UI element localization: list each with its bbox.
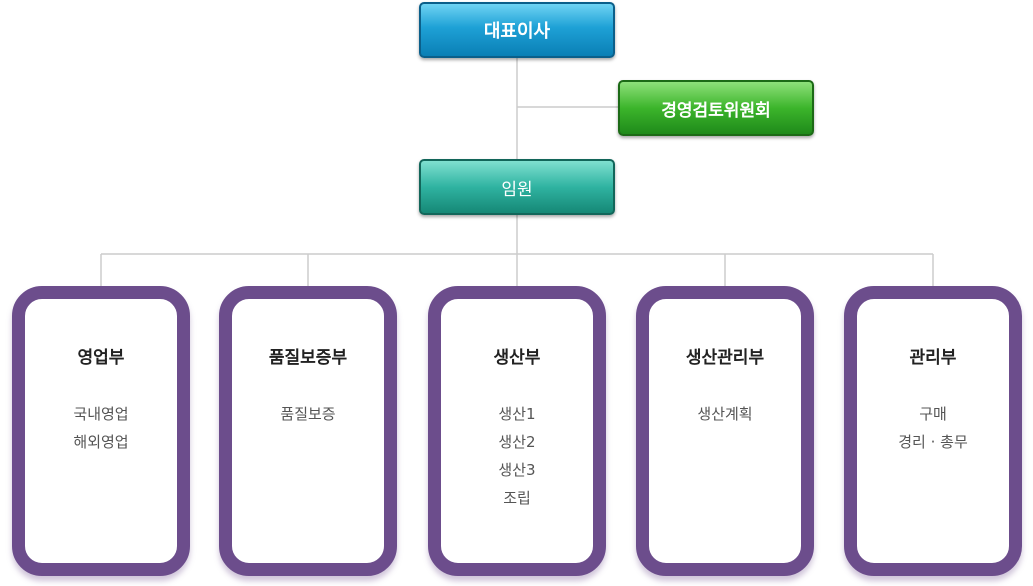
ceo-label: 대표이사 (483, 21, 551, 42)
dept-item: 조립 (503, 489, 531, 507)
dept-items: 국내영업 해외영업 (25, 400, 177, 456)
dept-admin: 관리부 구매 경리 · 총무 (844, 286, 1022, 576)
dept-items: 생산계획 (649, 400, 801, 428)
dept-production-mgmt: 생산관리부 생산계획 (636, 286, 814, 576)
dept-items: 품질보증 (232, 400, 384, 428)
dept-title: 영업부 (77, 348, 125, 368)
dept-items: 구매 경리 · 총무 (857, 400, 1009, 456)
dept-production: 생산부 생산1 생산2 생산3 조립 (428, 286, 606, 576)
executive-label: 임원 (501, 179, 533, 200)
dept-item: 생산3 (498, 461, 536, 479)
dept-item: 구매 (919, 405, 947, 423)
ceo-box: 대표이사 (419, 2, 615, 58)
dept-item: 생산계획 (697, 405, 753, 423)
dept-item: 생산1 (498, 405, 536, 423)
executive-box: 임원 (419, 159, 615, 215)
committee-box: 경영검토위원회 (618, 80, 814, 136)
dept-sales: 영업부 국내영업 해외영업 (12, 286, 190, 576)
dept-item: 해외영업 (73, 433, 129, 451)
committee-label: 경영검토위원회 (661, 100, 771, 121)
dept-title: 생산부 (493, 348, 541, 368)
dept-item: 품질보증 (280, 405, 336, 423)
dept-quality: 품질보증부 품질보증 (219, 286, 397, 576)
dept-title: 생산관리부 (685, 348, 765, 368)
dept-item: 생산2 (498, 433, 536, 451)
dept-item: 국내영업 (73, 405, 129, 423)
dept-title: 관리부 (909, 348, 957, 368)
dept-items: 생산1 생산2 생산3 조립 (441, 400, 593, 512)
dept-item: 경리 · 총무 (898, 433, 968, 451)
dept-title: 품질보증부 (268, 348, 348, 368)
